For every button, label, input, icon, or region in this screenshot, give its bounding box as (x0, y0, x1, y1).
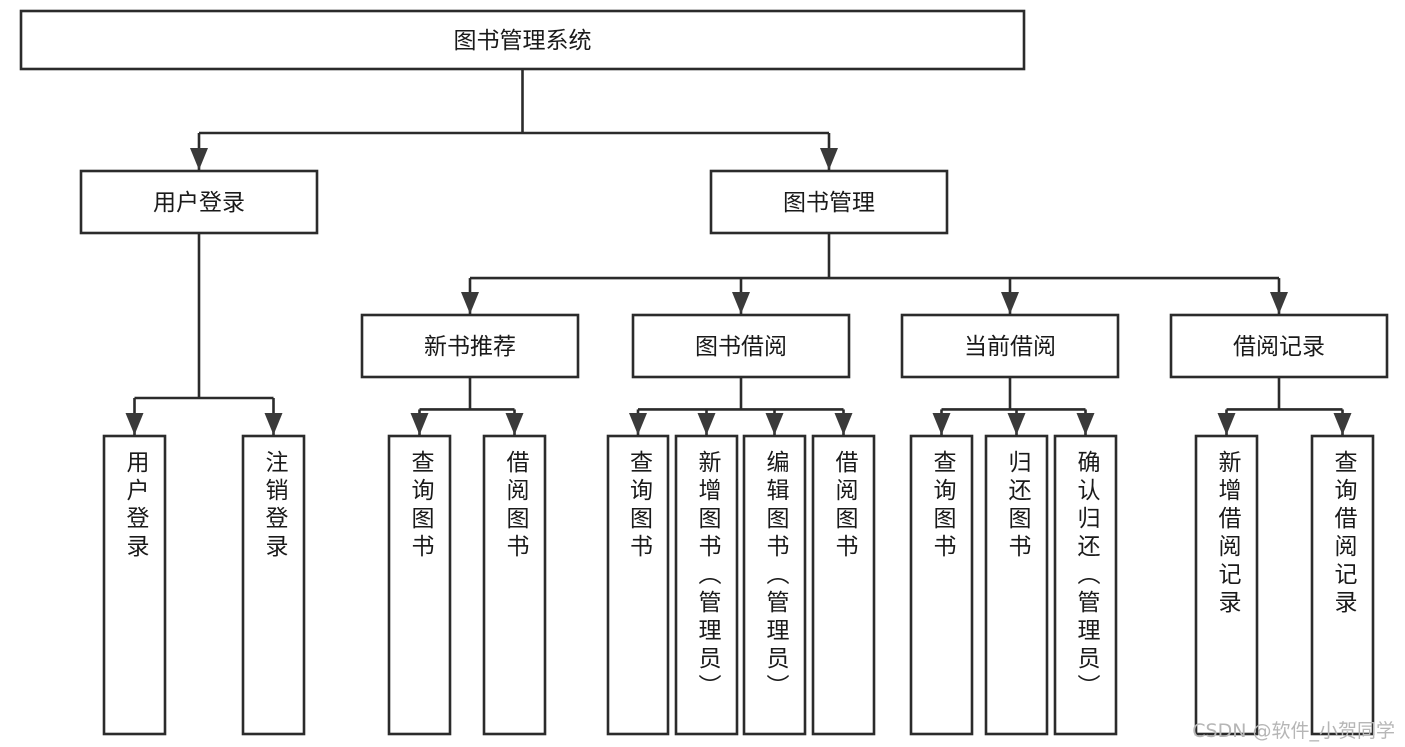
node-label-new-book-rec: 新书推荐 (424, 334, 516, 360)
node-box-leaf-edit-book[interactable] (742, 434, 807, 736)
arrow-head-user-login (190, 148, 208, 170)
arrow-head-leaf-query-record (1333, 413, 1352, 435)
node-label-book-manage: 图书管理 (783, 190, 875, 216)
node-box-book-manage[interactable] (709, 169, 949, 235)
arrow-head-leaf-user-logout (264, 413, 283, 435)
node-box-leaf-user-logout[interactable] (241, 434, 306, 736)
node-label-current-borrow: 当前借阅 (964, 334, 1056, 360)
node-box-leaf-query-book-cur[interactable] (909, 434, 974, 736)
arrow-head-new-book-rec (461, 292, 479, 314)
node-box-leaf-return-book[interactable] (984, 434, 1049, 736)
arrow-head-leaf-edit-book (765, 413, 784, 435)
node-box-leaf-confirm-return[interactable] (1053, 434, 1118, 736)
arrow-head-leaf-confirm-return (1076, 413, 1095, 435)
arrow-head-leaf-borrow-book (834, 413, 853, 435)
arrow-head-book-borrow (732, 292, 750, 314)
arrow-head-leaf-query-book (629, 413, 647, 435)
node-box-root[interactable] (19, 9, 1026, 71)
node-label-book-borrow: 图书借阅 (695, 334, 787, 360)
arrow-head-leaf-return-book (1007, 413, 1026, 435)
node-box-leaf-add-record[interactable] (1194, 434, 1259, 736)
connector-layer (125, 69, 1352, 435)
arrow-head-book-manage (820, 148, 838, 170)
node-label-root: 图书管理系统 (454, 28, 592, 54)
node-box-leaf-borrow-book[interactable] (811, 434, 876, 736)
node-box-new-book-rec[interactable] (360, 313, 580, 379)
node-box-layer (19, 9, 1389, 736)
node-box-leaf-query-book[interactable] (606, 434, 670, 736)
arrow-head-leaf-add-book (697, 413, 716, 435)
node-box-user-login[interactable] (79, 169, 319, 235)
arrow-head-leaf-query-book-cur (932, 413, 951, 435)
node-box-leaf-borrow-book-rec[interactable] (482, 434, 547, 736)
arrow-head-leaf-query-book-rec (410, 413, 429, 435)
node-box-book-borrow[interactable] (631, 313, 851, 379)
arrow-head-current-borrow (1001, 292, 1019, 314)
node-box-leaf-user-login[interactable] (102, 434, 167, 736)
node-box-leaf-query-book-rec[interactable] (387, 434, 452, 736)
node-label-borrow-record: 借阅记录 (1233, 334, 1325, 360)
arrow-head-leaf-user-login (125, 413, 144, 435)
node-box-current-borrow[interactable] (900, 313, 1120, 379)
node-box-borrow-record[interactable] (1169, 313, 1389, 379)
node-label-user-login: 用户登录 (153, 190, 245, 216)
node-box-leaf-query-record[interactable] (1310, 434, 1375, 736)
arrow-head-leaf-borrow-book-rec (505, 413, 524, 435)
arrow-head-leaf-add-record (1217, 413, 1236, 435)
arrow-head-borrow-record (1270, 292, 1288, 314)
node-box-leaf-add-book[interactable] (674, 434, 739, 736)
